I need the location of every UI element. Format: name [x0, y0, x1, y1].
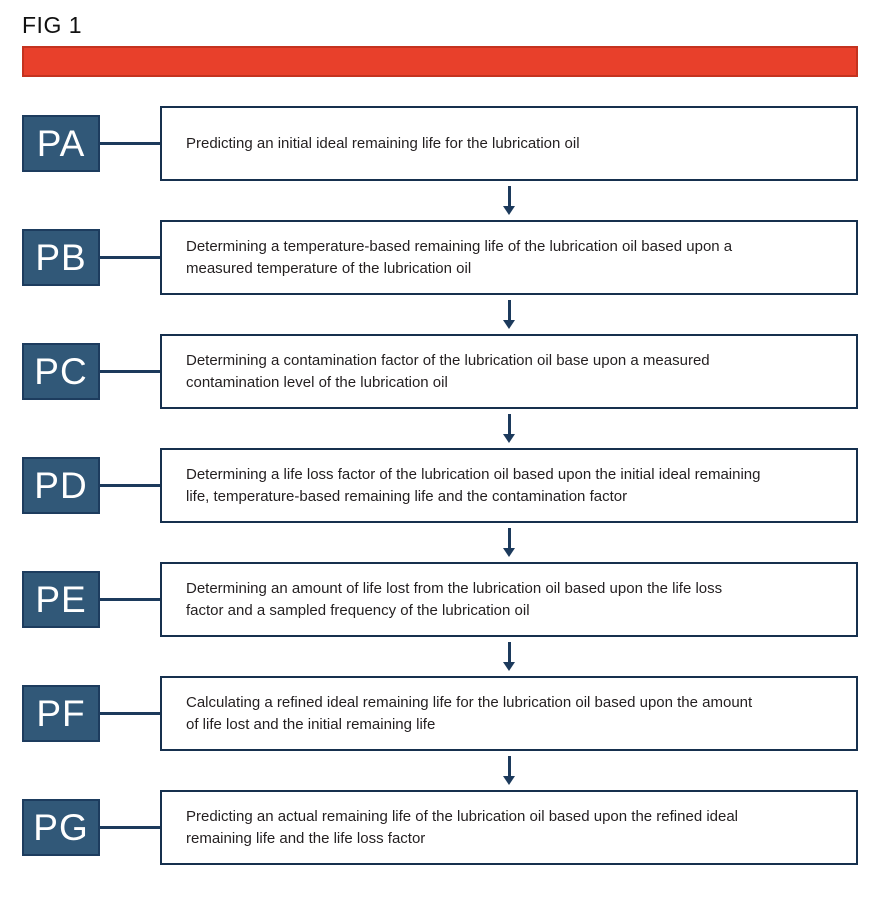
step-box: Determining a temperature-based remainin…: [160, 220, 858, 295]
step-box: Predicting an initial ideal remaining li…: [160, 106, 858, 181]
flow-step-pb: PB Determining a temperature-based remai…: [22, 220, 858, 295]
down-arrow-icon: [503, 642, 515, 671]
down-arrow-icon: [503, 528, 515, 557]
connector-line: [100, 598, 160, 601]
flow-arrow: [160, 409, 858, 448]
accent-bar: [22, 46, 858, 77]
down-arrow-icon: [503, 300, 515, 329]
flow-arrow: [160, 523, 858, 562]
flow-diagram: PA Predicting an initial ideal remaining…: [22, 106, 858, 865]
step-text: Determining a life loss factor of the lu…: [186, 465, 761, 505]
flow-arrow: [160, 295, 858, 334]
connector-line: [100, 256, 160, 259]
connector-line: [100, 484, 160, 487]
arrow-head: [503, 548, 515, 557]
step-box: Predicting an actual remaining life of t…: [160, 790, 858, 865]
arrow-head: [503, 206, 515, 215]
arrow-head: [503, 434, 515, 443]
step-box: Determining an amount of life lost from …: [160, 562, 858, 637]
arrow-stem: [507, 300, 511, 320]
step-box: Calculating a refined ideal remaining li…: [160, 676, 858, 751]
down-arrow-icon: [503, 414, 515, 443]
flow-step-pd: PD Determining a life loss factor of the…: [22, 448, 858, 523]
step-tag: PG: [22, 799, 100, 856]
step-tag: PE: [22, 571, 100, 628]
step-text: Calculating a refined ideal remaining li…: [186, 693, 753, 733]
arrow-head: [503, 662, 515, 671]
connector-line: [100, 826, 160, 829]
flow-step-pg: PG Predicting an actual remaining life o…: [22, 790, 858, 865]
step-tag: PB: [22, 229, 100, 286]
down-arrow-icon: [503, 756, 515, 785]
step-tag: PA: [22, 115, 100, 172]
step-tag: PF: [22, 685, 100, 742]
flow-step-pa: PA Predicting an initial ideal remaining…: [22, 106, 858, 181]
flow-arrow: [160, 181, 858, 220]
step-text: Predicting an actual remaining life of t…: [186, 807, 739, 847]
flow-step-pe: PE Determining an amount of life lost fr…: [22, 562, 858, 637]
step-box: Determining a contamination factor of th…: [160, 334, 858, 409]
arrow-stem: [507, 642, 511, 662]
figure-label: FIG 1: [22, 12, 83, 38]
arrow-head: [503, 776, 515, 785]
arrow-stem: [507, 414, 511, 434]
step-box: Determining a life loss factor of the lu…: [160, 448, 858, 523]
flow-step-pf: PF Calculating a refined ideal remaining…: [22, 676, 858, 751]
step-text: Determining an amount of life lost from …: [186, 579, 723, 619]
connector-line: [100, 712, 160, 715]
step-tag: PD: [22, 457, 100, 514]
step-text: Determining a contamination factor of th…: [186, 351, 710, 391]
down-arrow-icon: [503, 186, 515, 215]
flow-arrow: [160, 751, 858, 790]
arrow-head: [503, 320, 515, 329]
step-tag: PC: [22, 343, 100, 400]
connector-line: [100, 370, 160, 373]
arrow-stem: [507, 186, 511, 206]
arrow-stem: [507, 756, 511, 776]
step-text: Predicting an initial ideal remaining li…: [186, 134, 580, 152]
arrow-stem: [507, 528, 511, 548]
flow-arrow: [160, 637, 858, 676]
step-text: Determining a temperature-based remainin…: [186, 237, 733, 277]
connector-line: [100, 142, 160, 145]
flow-step-pc: PC Determining a contamination factor of…: [22, 334, 858, 409]
